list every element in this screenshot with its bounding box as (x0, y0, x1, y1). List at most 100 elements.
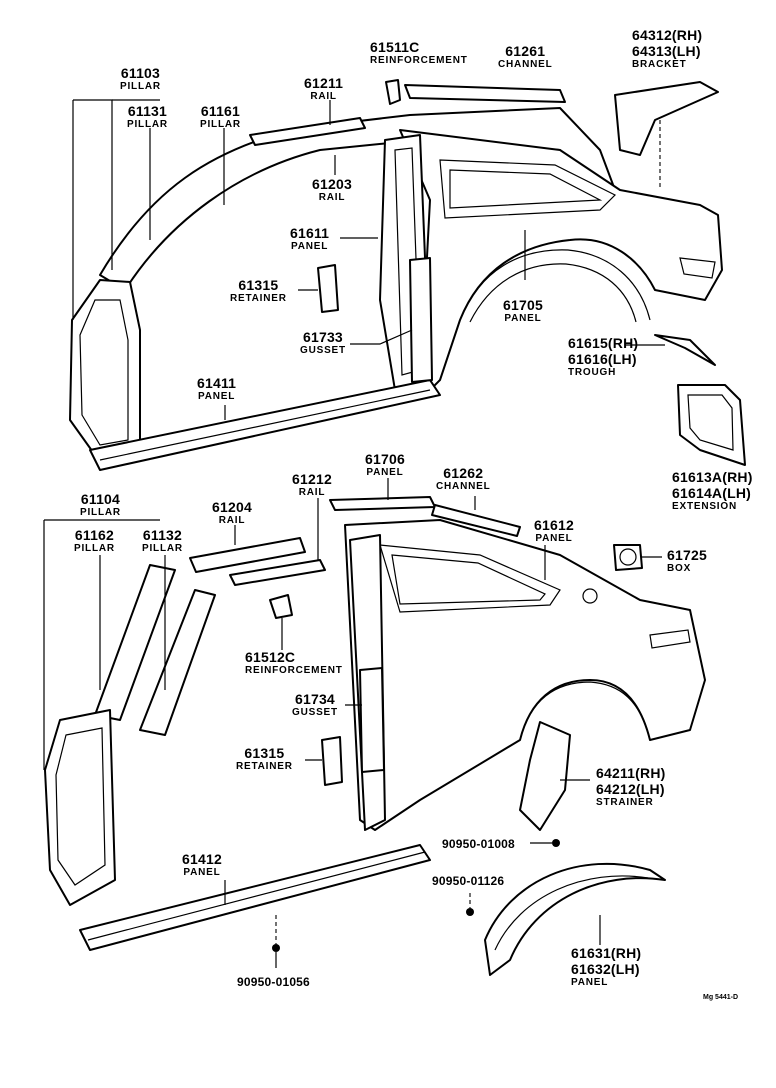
callout-64312: 64312(RH) 64313(LH) BRACKET (632, 28, 702, 70)
lower-body-side-assembly (44, 496, 706, 976)
leader-lines (43, 99, 665, 968)
part-number: 61161 (200, 103, 241, 119)
part-number: 90950-01008 (442, 837, 515, 851)
part-number: 61104 (80, 491, 121, 507)
part-number-2: 61632(LH) (571, 961, 640, 977)
callout-61734: 61734 GUSSET (292, 692, 338, 718)
callout-61412: 61412 PANEL (182, 852, 222, 878)
part-name: PILLAR (127, 119, 168, 130)
callout-61162: 61162 PILLAR (74, 528, 115, 554)
part-name: PILLAR (80, 507, 121, 518)
part-name: GUSSET (292, 707, 338, 718)
callout-61212: 61212 RAIL (292, 472, 332, 498)
callout-61262: 61262 CHANNEL (436, 466, 491, 492)
callout-61511c: 61511C REINFORCEMENT (370, 40, 468, 66)
upper-body-side-assembly (69, 79, 746, 471)
callout-61706: 61706 PANEL (365, 452, 405, 478)
part-number: 61132 (142, 527, 183, 543)
callout-61261: 61261 CHANNEL (498, 44, 553, 70)
part-name: STRAINER (596, 797, 654, 808)
part-number: 61204 (212, 499, 252, 515)
part-number: 61611 (290, 225, 330, 241)
part-name: GUSSET (300, 345, 346, 356)
part-name: CHANNEL (436, 481, 491, 492)
part-number: 61411 (197, 375, 237, 391)
part-number: 61211 (304, 75, 344, 91)
callout-90950-01056: 90950-01056 (237, 974, 310, 990)
part-number: 61315 (244, 745, 285, 761)
part-number: 61733 (302, 329, 343, 345)
part-name: RETAINER (236, 761, 293, 772)
callout-61725: 61725 BOX (667, 548, 707, 574)
part-number-2: 61614A(LH) (672, 485, 752, 501)
part-number: 61612 (534, 517, 574, 533)
callout-61204: 61204 RAIL (212, 500, 252, 526)
callout-90950-01126: 90950-01126 (432, 873, 504, 889)
part-number: 61705 (503, 297, 543, 313)
part-number-2: 61616(LH) (568, 351, 637, 367)
part-number: 61262 (443, 465, 484, 481)
part-number: 61512C (245, 649, 296, 665)
callout-61315-upper: 61315 RETAINER (230, 278, 287, 304)
callout-61132: 61132 PILLAR (142, 528, 183, 554)
callout-61631: 61631(RH) 61632(LH) PANEL (571, 946, 641, 988)
part-name: PANEL (198, 391, 236, 402)
callout-61315-lower: 61315 RETAINER (236, 746, 293, 772)
callout-61161: 61161 PILLAR (200, 104, 241, 130)
callout-64211: 64211(RH) 64212(LH) STRAINER (596, 766, 666, 808)
part-number: 90950-01126 (432, 874, 505, 888)
callout-61612: 61612 PANEL (534, 518, 574, 544)
part-name: PILLAR (120, 81, 161, 92)
part-number: 61162 (74, 527, 115, 543)
part-name: PILLAR (200, 119, 241, 130)
callout-61103: 61103 PILLAR (120, 66, 161, 92)
callout-61131: 61131 PILLAR (127, 104, 168, 130)
diagram-code: Mg 5441-D (703, 994, 739, 1001)
part-number: 61412 (182, 851, 222, 867)
callout-61613a: 61613A(RH) 61614A(LH) EXTENSION (672, 470, 753, 512)
part-number: 61613A(RH) (672, 469, 753, 485)
part-name: BOX (667, 563, 692, 574)
part-name: RAIL (310, 91, 337, 102)
part-name: PANEL (183, 867, 221, 878)
part-name: REINFORCEMENT (370, 55, 468, 66)
callout-61104: 61104 PILLAR (80, 492, 121, 518)
part-number: 90950-01056 (237, 975, 310, 989)
callout-90950-01008: 90950-01008 (442, 836, 515, 852)
callout-61615: 61615(RH) 61616(LH) TROUGH (568, 336, 638, 378)
part-number: 61203 (312, 176, 352, 192)
callout-61705: 61705 PANEL (503, 298, 543, 324)
part-number: 61103 (120, 65, 161, 81)
part-name: RAIL (298, 487, 326, 498)
part-number: 64211(RH) (596, 765, 666, 781)
callout-61512c: 61512C REINFORCEMENT (245, 650, 343, 676)
part-name: PANEL (504, 313, 542, 324)
part-name: REINFORCEMENT (245, 665, 343, 676)
callout-61733: 61733 GUSSET (300, 330, 346, 356)
part-name: RAIL (318, 192, 346, 203)
part-name: PANEL (291, 241, 329, 252)
part-number: 61734 (294, 691, 335, 707)
callout-61411: 61411 PANEL (197, 376, 236, 402)
part-number: 61511C (370, 39, 420, 55)
part-number: 61315 (238, 277, 279, 293)
part-name: PANEL (571, 977, 609, 988)
part-name: BRACKET (632, 59, 687, 70)
part-name: PANEL (366, 467, 404, 478)
part-name: RETAINER (230, 293, 287, 304)
part-name: PILLAR (142, 543, 183, 554)
part-number: 61131 (127, 103, 168, 119)
part-number: 61631(RH) (571, 945, 642, 961)
part-name: TROUGH (568, 367, 617, 378)
callout-61211: 61211 RAIL (304, 76, 343, 102)
part-name: EXTENSION (672, 501, 737, 512)
callout-61611: 61611 PANEL (290, 226, 329, 252)
part-number-2: 64313(LH) (632, 43, 701, 59)
part-number: 61615(RH) (568, 335, 639, 351)
part-name: PANEL (535, 533, 573, 544)
part-number-2: 64212(LH) (596, 781, 665, 797)
callout-61203: 61203 RAIL (312, 177, 352, 203)
part-name: CHANNEL (498, 59, 553, 70)
